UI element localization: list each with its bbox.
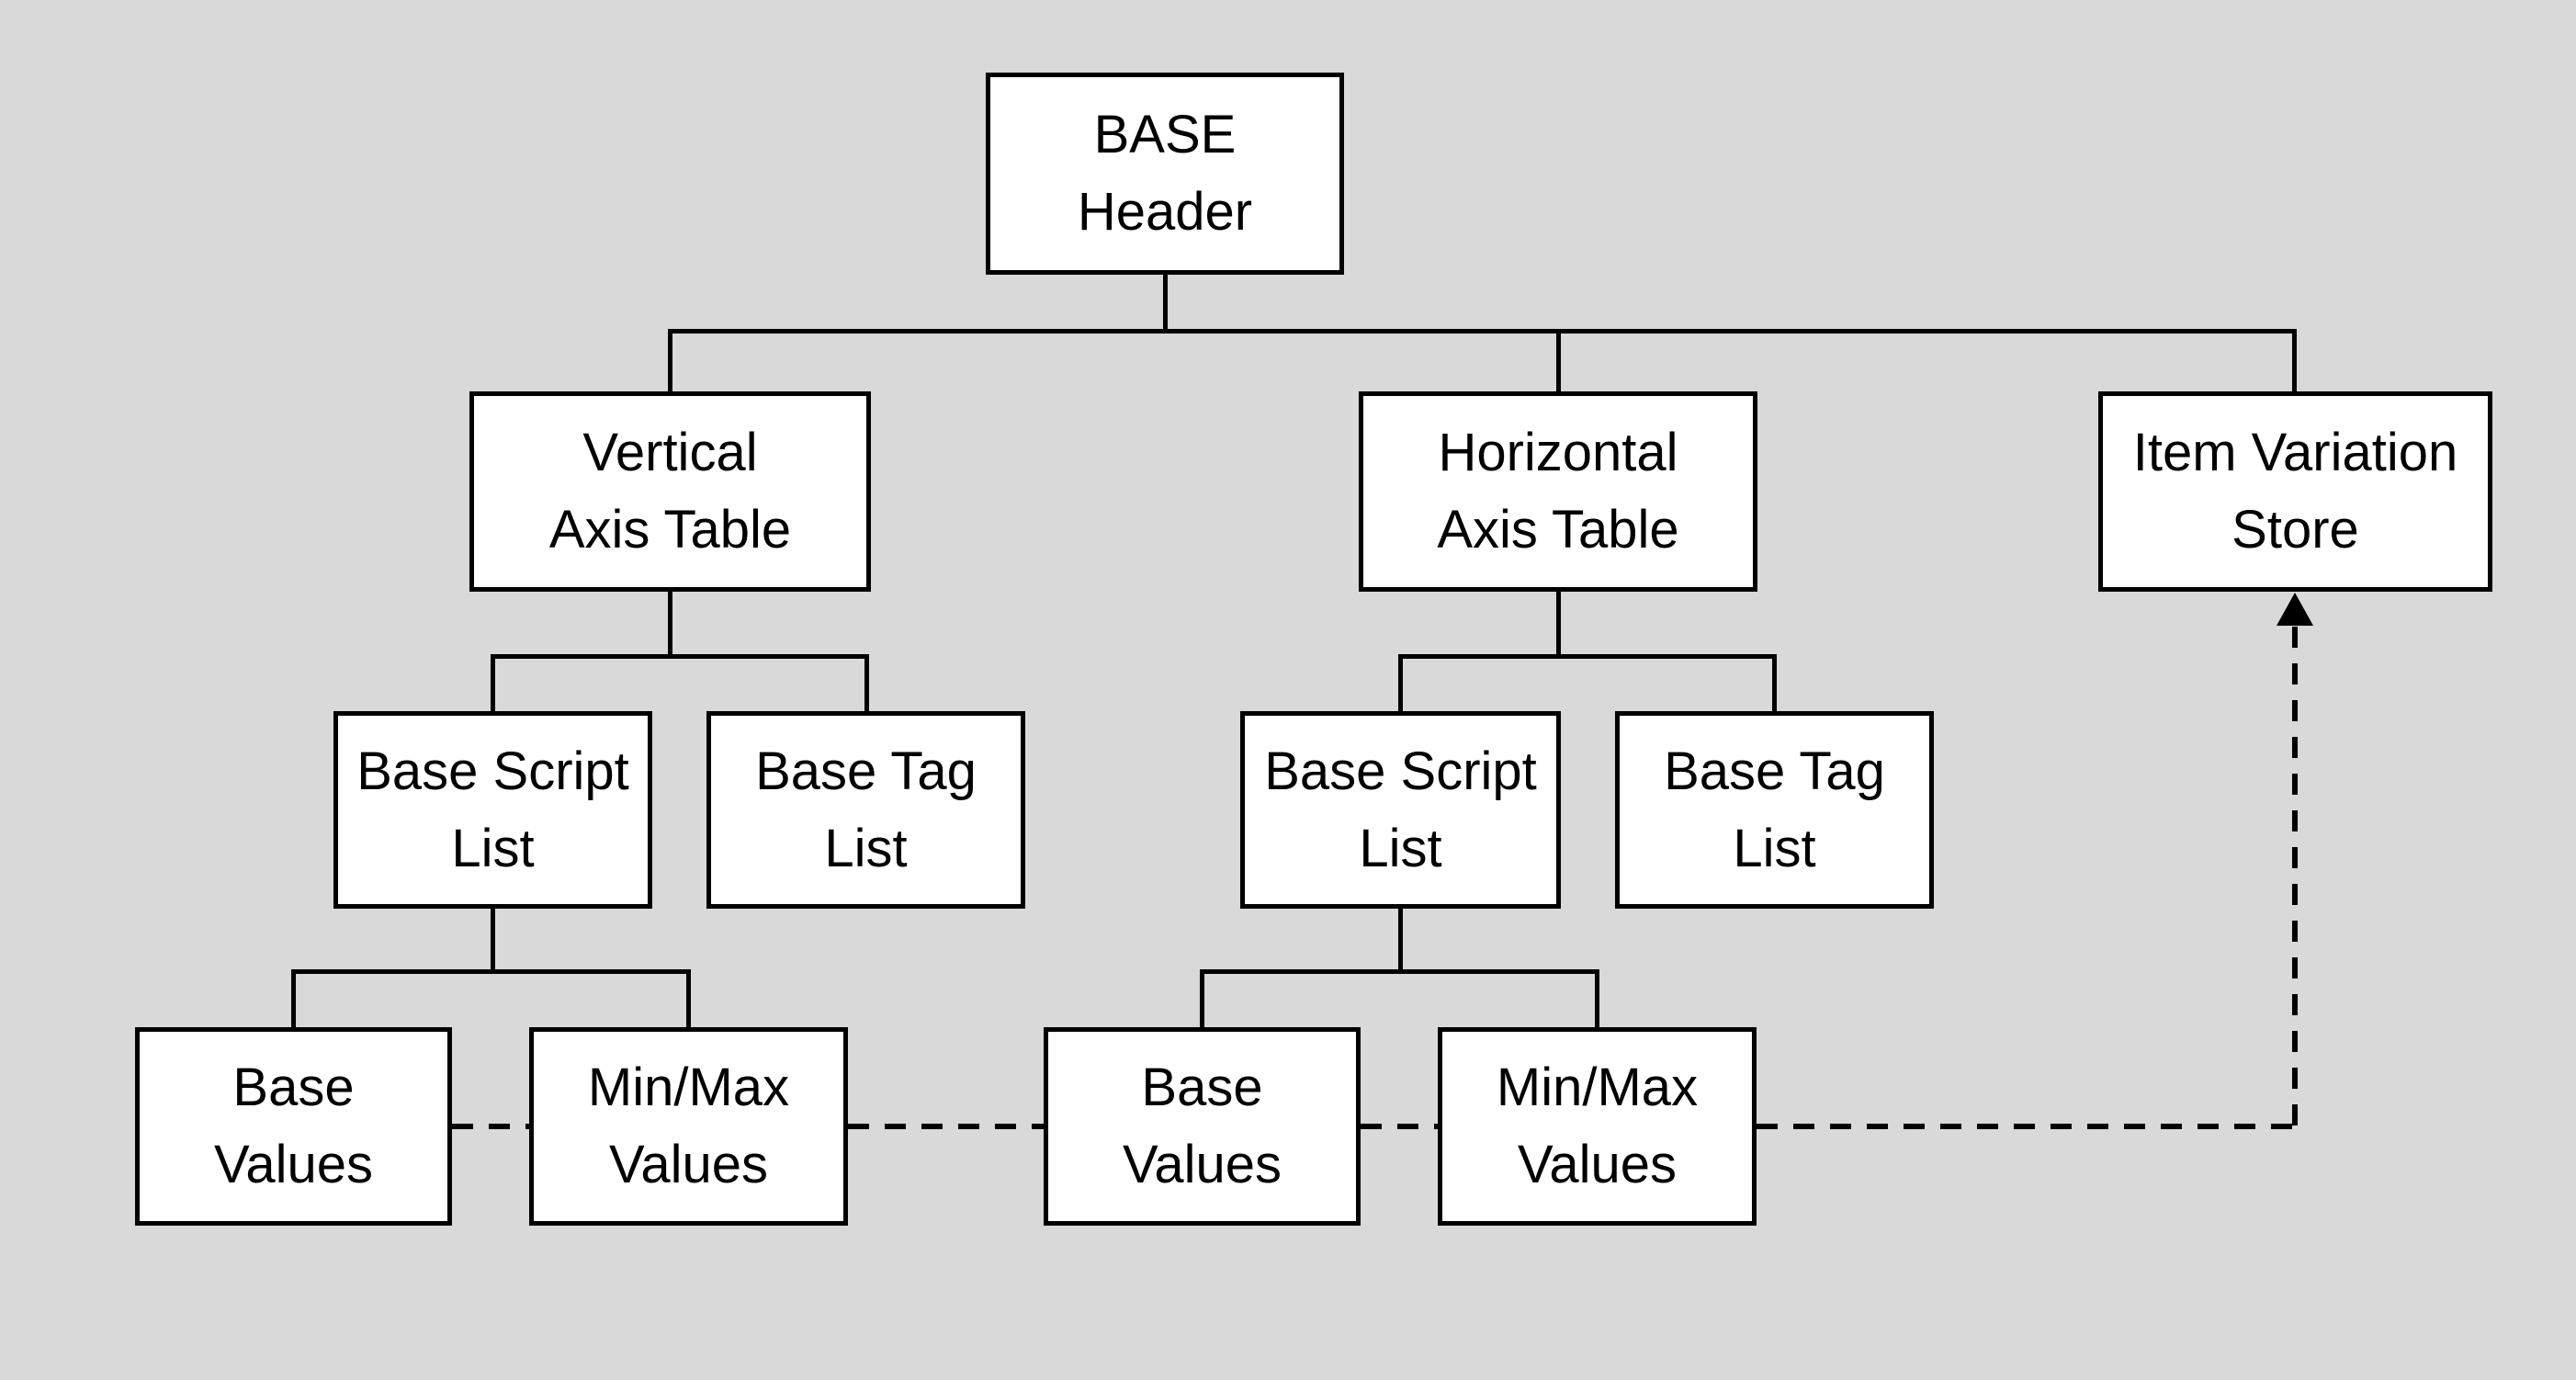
connector-stub-h-script-list [1398, 654, 1403, 713]
node-v-base-tag-list: Base Tag List [706, 711, 1025, 909]
node-label-line: BASE [1093, 105, 1237, 164]
node-label-line: Values [608, 1135, 769, 1194]
connector-level4-left-bar [291, 969, 691, 974]
node-label-line: Base Tag [755, 741, 977, 801]
connector-stub-horizontal-axis [1556, 329, 1561, 393]
node-label-line: Store [2231, 500, 2359, 560]
node-v-base-script-list: Base Script List [333, 711, 652, 909]
connector-stub-v-minmax [686, 969, 691, 1029]
connector-level3-left-bar [491, 654, 869, 659]
node-h-minmax-values: Min/Max Values [1438, 1027, 1757, 1226]
node-item-variation-store: Item Variation Store [2098, 391, 2492, 592]
dashed-link-v-base-to-v-minmax [452, 1124, 529, 1129]
node-label-line: Base Script [356, 741, 629, 801]
node-vertical-axis-table: Vertical Axis Table [469, 391, 871, 592]
dashed-link-h-base-to-h-minmax [1361, 1124, 1438, 1129]
connector-vat-riser [668, 588, 672, 659]
connector-stub-h-minmax [1595, 969, 1599, 1029]
node-label-line: Values [213, 1135, 374, 1194]
node-label-line: Min/Max [1496, 1058, 1699, 1117]
connector-header-riser [1163, 273, 1168, 334]
connector-stub-item-variation [2292, 329, 2297, 393]
dashed-link-v-minmax-to-h-base [848, 1124, 1044, 1129]
dashed-link-h-minmax-to-corner [1757, 1124, 2298, 1129]
node-label-line: Horizontal [1438, 423, 1678, 482]
node-label-line: Item Variation [2132, 423, 2458, 482]
node-label-line: Axis Table [548, 500, 792, 560]
node-base-header: BASE Header [986, 73, 1344, 275]
connector-level2-bar [668, 329, 2297, 334]
connector-level3-right-bar [1398, 654, 1777, 659]
node-v-minmax-values: Min/Max Values [529, 1027, 848, 1226]
node-label-line: List [824, 818, 908, 878]
connector-stub-vertical-axis [668, 329, 672, 393]
node-h-base-values: Base Values [1044, 1027, 1361, 1226]
connector-stub-v-base-values [291, 969, 296, 1029]
node-h-base-tag-list: Base Tag List [1615, 711, 1934, 909]
connector-level4-right-bar [1200, 969, 1599, 974]
node-label-line: List [451, 818, 535, 878]
dashed-link-riser-to-store [2292, 627, 2298, 1129]
node-label-line: Base Script [1264, 741, 1537, 801]
connector-v-script-riser [491, 905, 495, 974]
connector-h-script-riser [1398, 905, 1403, 974]
node-label-line: Values [1122, 1135, 1282, 1194]
node-v-base-values: Base Values [135, 1027, 452, 1226]
node-label-line: Header [1077, 182, 1253, 242]
node-label-line: Values [1517, 1135, 1678, 1194]
node-label-line: Base Tag [1664, 741, 1885, 801]
node-h-base-script-list: Base Script List [1240, 711, 1561, 909]
node-label-line: Min/Max [587, 1058, 790, 1117]
connector-stub-v-script-list [491, 654, 495, 713]
node-label-line: Vertical [582, 423, 758, 482]
connector-stub-h-tag-list [1772, 654, 1777, 713]
connector-stub-h-base-values [1200, 969, 1204, 1029]
connector-stub-v-tag-list [864, 654, 869, 713]
node-label-line: List [1733, 818, 1816, 878]
node-label-line: Base [1141, 1058, 1263, 1117]
dashed-arrowhead-up-icon [2277, 593, 2313, 626]
node-horizontal-axis-table: Horizontal Axis Table [1359, 391, 1757, 592]
node-label-line: Base [232, 1058, 355, 1117]
node-label-line: List [1359, 818, 1442, 878]
connector-hat-riser [1556, 588, 1561, 659]
node-label-line: Axis Table [1437, 500, 1679, 560]
